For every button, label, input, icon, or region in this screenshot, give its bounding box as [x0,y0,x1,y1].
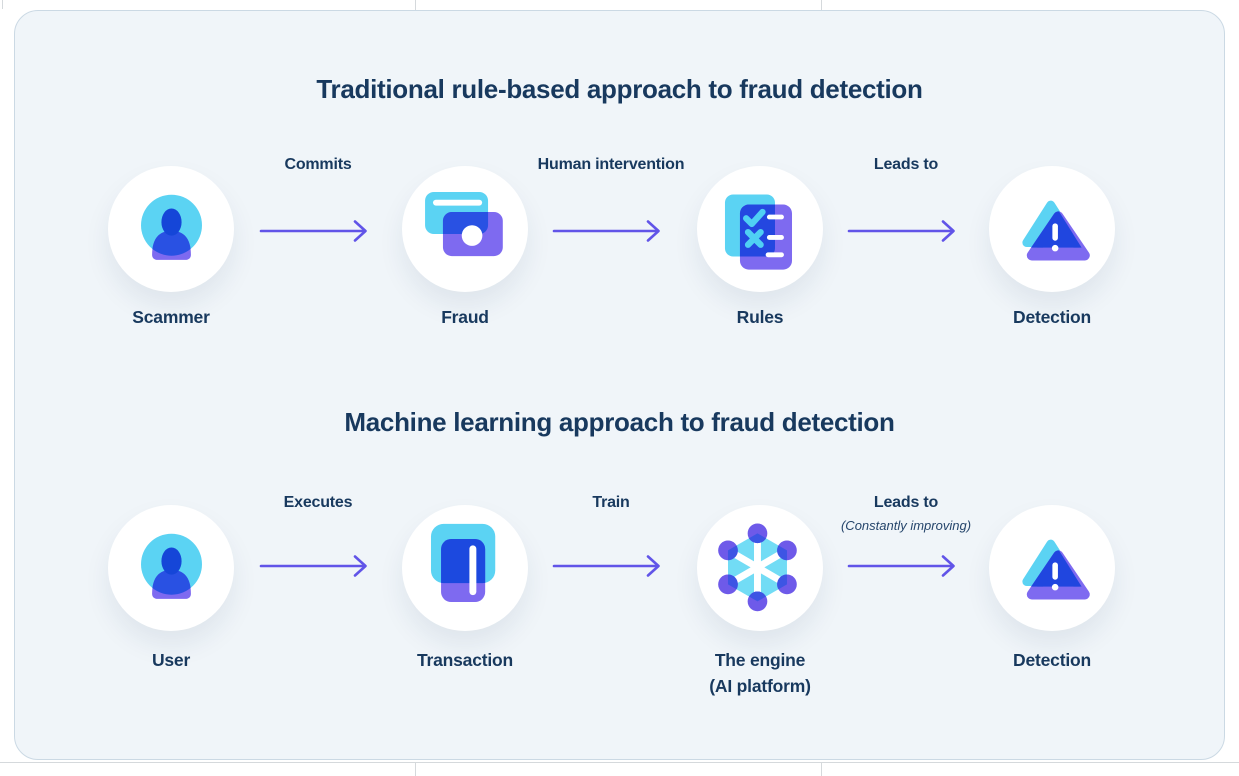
node-circle [402,505,528,631]
node-label: Scammer [132,307,210,327]
node-fraud: Fraud [370,166,560,328]
node-circle [108,166,234,292]
node-label: The engine [714,650,806,670]
grid-mark [821,0,822,10]
node-label: Transaction [416,650,514,670]
flow-arrow-icon [847,555,955,577]
node-circle [402,166,528,292]
node-label: Fraud [441,307,489,327]
node-rules: Rules [665,166,855,328]
checklist-icon [697,166,823,292]
flow-arrow-icon [552,220,660,242]
person-icon [108,166,234,292]
grid-mark [415,0,416,10]
arrow-label-human-intervention: Human intervention [537,156,685,173]
node-detection-1: Detection [957,166,1147,328]
arrow-label-executes: Executes [283,494,353,511]
arrow-sublabel-constantly-improving: (Constantly improving) [840,518,972,533]
arrow-label-commits: Commits [284,156,352,173]
flow-arrow-icon [259,220,367,242]
node-transaction: Transaction [370,505,560,671]
diagram-card [14,10,1225,760]
node-label: User [151,650,191,670]
grid-mark [0,762,1239,763]
warning-triangle-icon [989,166,1115,292]
payment-card-icon [402,505,528,631]
node-label: Detection [1013,650,1091,670]
arrow-label-leads-to-1: Leads to [873,156,939,173]
grid-mark [2,0,3,9]
node-label: Rules [736,307,784,327]
node-circle [989,505,1115,631]
section-title-machine-learning: Machine learning approach to fraud detec… [344,407,895,437]
node-user: User [76,505,266,671]
node-detection-2: Detection [957,505,1147,671]
flow-arrow-icon [847,220,955,242]
node-circle [697,166,823,292]
network-hexagon-icon [697,505,823,631]
person-icon [108,505,234,631]
section-title-traditional: Traditional rule-based approach to fraud… [316,74,923,104]
node-sublabel: (AI platform) [709,676,811,696]
flow-arrow-icon [259,555,367,577]
grid-mark [821,762,822,776]
grid-mark [415,762,416,776]
node-circle [989,166,1115,292]
node-label: Detection [1013,307,1091,327]
warning-triangle-icon [989,505,1115,631]
node-circle [697,505,823,631]
credit-cards-icon [402,166,528,292]
node-circle [108,505,234,631]
arrow-label-leads-to-2: Leads to [873,494,939,511]
node-engine: The engine (AI platform) [665,505,855,697]
flow-arrow-icon [552,555,660,577]
arrow-label-train: Train [592,494,630,511]
node-scammer: Scammer [76,166,266,328]
